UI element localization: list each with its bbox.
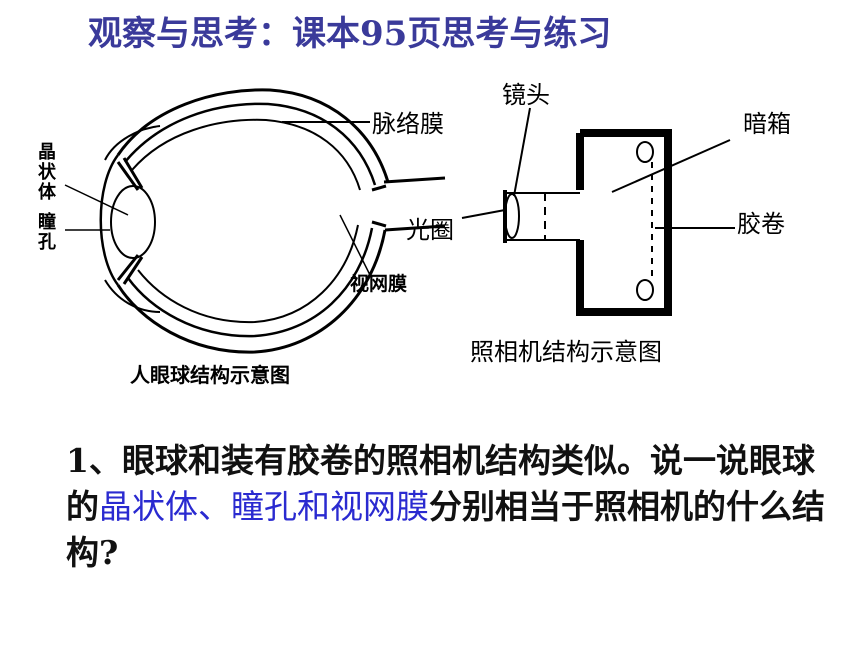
iris-lower bbox=[116, 254, 144, 285]
camera-lens bbox=[504, 193, 520, 239]
camera-lens-label: 镜头 bbox=[502, 81, 550, 109]
eye-lens bbox=[110, 185, 156, 259]
page-title: 观察与思考：课本95页思考与练习 bbox=[88, 14, 612, 54]
lens-label-3: 体 bbox=[38, 181, 57, 203]
camera-dark-box bbox=[576, 129, 672, 316]
aperture-label: 光圈 bbox=[406, 216, 454, 244]
eye-diagram bbox=[64, 88, 446, 354]
camera-lens-tube bbox=[505, 192, 580, 241]
dark-box-leader bbox=[611, 139, 731, 193]
retina-leader bbox=[339, 214, 371, 276]
film-roller-bottom bbox=[636, 279, 654, 301]
camera-caption: 照相机结构示意图 bbox=[470, 338, 662, 366]
retina-layer bbox=[131, 118, 361, 191]
eye-caption: 人眼球结构示意图 bbox=[130, 363, 290, 387]
film-roller-top bbox=[636, 141, 654, 163]
question-highlight: 晶状体、瞳孔和视网膜 bbox=[99, 487, 429, 526]
sclera-outer bbox=[116, 88, 390, 183]
retina-label: 视网膜 bbox=[350, 272, 407, 295]
question-part2: 分别相当于照相机的什么结构? bbox=[66, 487, 825, 572]
camera-diagram bbox=[461, 107, 735, 316]
lens-leader bbox=[64, 184, 129, 216]
eyelid-lower bbox=[104, 279, 161, 313]
choroid-label: 脉络膜 bbox=[372, 110, 444, 138]
choroid-lower bbox=[126, 227, 374, 338]
dark-box-label: 暗箱 bbox=[743, 110, 791, 138]
cornea bbox=[99, 154, 119, 286]
lens-leader-camera bbox=[513, 107, 531, 197]
optic-nerve bbox=[371, 176, 446, 232]
pupil-label-1: 瞳 bbox=[38, 211, 56, 233]
retina-lower bbox=[137, 224, 359, 324]
lens-label-2: 状 bbox=[38, 161, 57, 183]
question-text: 1、眼球和装有胶卷的照相机结构类似。说一说眼球的晶状体、瞳孔和视网膜分别相当于照… bbox=[66, 438, 826, 576]
eyelid-upper bbox=[104, 125, 161, 161]
choroid-layer bbox=[124, 102, 377, 186]
aperture-leader bbox=[461, 209, 506, 219]
film-label: 胶卷 bbox=[737, 210, 785, 238]
lens-label-1: 晶 bbox=[38, 142, 56, 163]
question-part1: 1、眼球和装有胶卷的照相机结构类似。说一说眼球的 bbox=[66, 441, 815, 526]
pupil-label-2: 孔 bbox=[38, 232, 56, 253]
sclera-lower-outer bbox=[116, 229, 387, 354]
eye-camera-figure: 脉络膜 晶 状 体 瞳 孔 视网膜 人眼球结构示意图 镜头 暗箱 光圈 胶卷 照… bbox=[38, 81, 791, 387]
